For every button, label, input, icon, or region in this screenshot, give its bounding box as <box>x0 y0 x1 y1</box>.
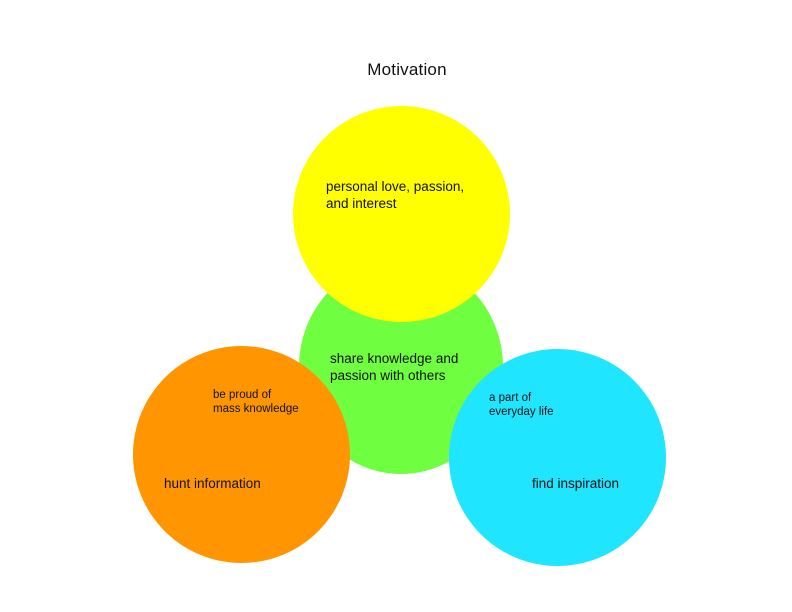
circle-personal-love <box>293 106 510 322</box>
green-label-line2: passion with others <box>330 368 446 383</box>
cyan-circle-label: find inspiration <box>532 476 620 491</box>
yellow-circle-label: personal love, passion, and interest <box>326 178 464 212</box>
green-circle-label: share knowledge and passion with others <box>330 350 458 384</box>
circle-find-inspiration <box>449 349 666 566</box>
cyan-sublabel-line1: a part of <box>489 392 532 404</box>
green-label-line1: share knowledge and <box>330 351 459 366</box>
orange-circle-label: hunt information <box>164 476 261 491</box>
orange-sublabel-line2: mass knowledge <box>213 403 299 415</box>
orange-sublabel-line1: be proud of <box>213 389 272 401</box>
orange-circle-sublabel: be proud of mass knowledge <box>213 388 299 416</box>
yellow-label-line1: personal love, passion, <box>326 179 465 194</box>
diagram-title: Motivation <box>367 60 447 79</box>
cyan-sublabel-line2: everyday life <box>489 406 554 418</box>
yellow-label-line2: and interest <box>326 196 397 211</box>
circle-hunt-information <box>133 346 350 563</box>
cyan-circle-sublabel: a part of everyday life <box>489 391 554 419</box>
